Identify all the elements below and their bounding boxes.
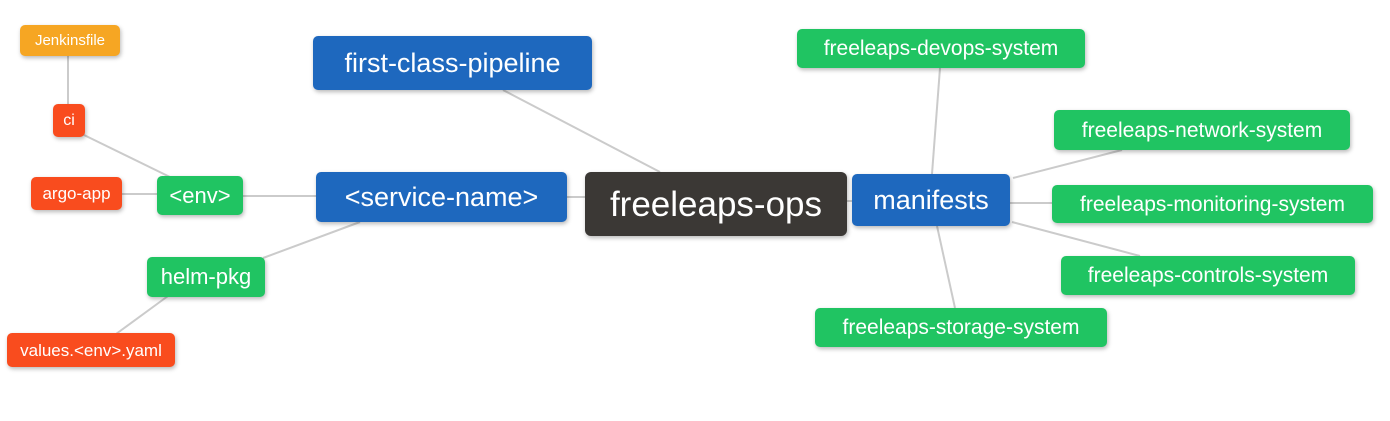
edge-manifests-controls-system [1011,221,1141,257]
node-freeleaps-controls-system[interactable]: freeleaps-controls-system [1061,256,1355,295]
node-freeleaps-ops-root[interactable]: freeleaps-ops [585,172,847,236]
node-jenkinsfile[interactable]: Jenkinsfile [20,25,120,56]
node-freeleaps-network-system[interactable]: freeleaps-network-system [1054,110,1350,150]
node-env[interactable]: <env> [157,176,243,215]
edge-helm-pkg-service-name [262,221,361,259]
node-argo-app[interactable]: argo-app [31,177,122,210]
node-first-class-pipeline[interactable]: first-class-pipeline [313,36,592,90]
node-helm-pkg[interactable]: helm-pkg [147,257,265,297]
edge-pipeline-freeleaps-ops [502,89,661,173]
edge-helm-pkg-values [115,295,169,335]
node-freeleaps-devops-system[interactable]: freeleaps-devops-system [797,29,1085,68]
edge-ci-env [83,134,173,179]
edge-manifests-network-system [1012,149,1123,179]
node-service-name[interactable]: <service-name> [316,172,567,222]
node-manifests[interactable]: manifests [852,174,1010,226]
edge-manifests-devops-system [931,67,941,175]
node-freeleaps-monitoring-system[interactable]: freeleaps-monitoring-system [1052,185,1373,223]
node-values-env-yaml[interactable]: values.<env>.yaml [7,333,175,367]
node-freeleaps-storage-system[interactable]: freeleaps-storage-system [815,308,1107,347]
node-ci[interactable]: ci [53,104,85,137]
edge-manifests-storage-system [936,225,956,309]
